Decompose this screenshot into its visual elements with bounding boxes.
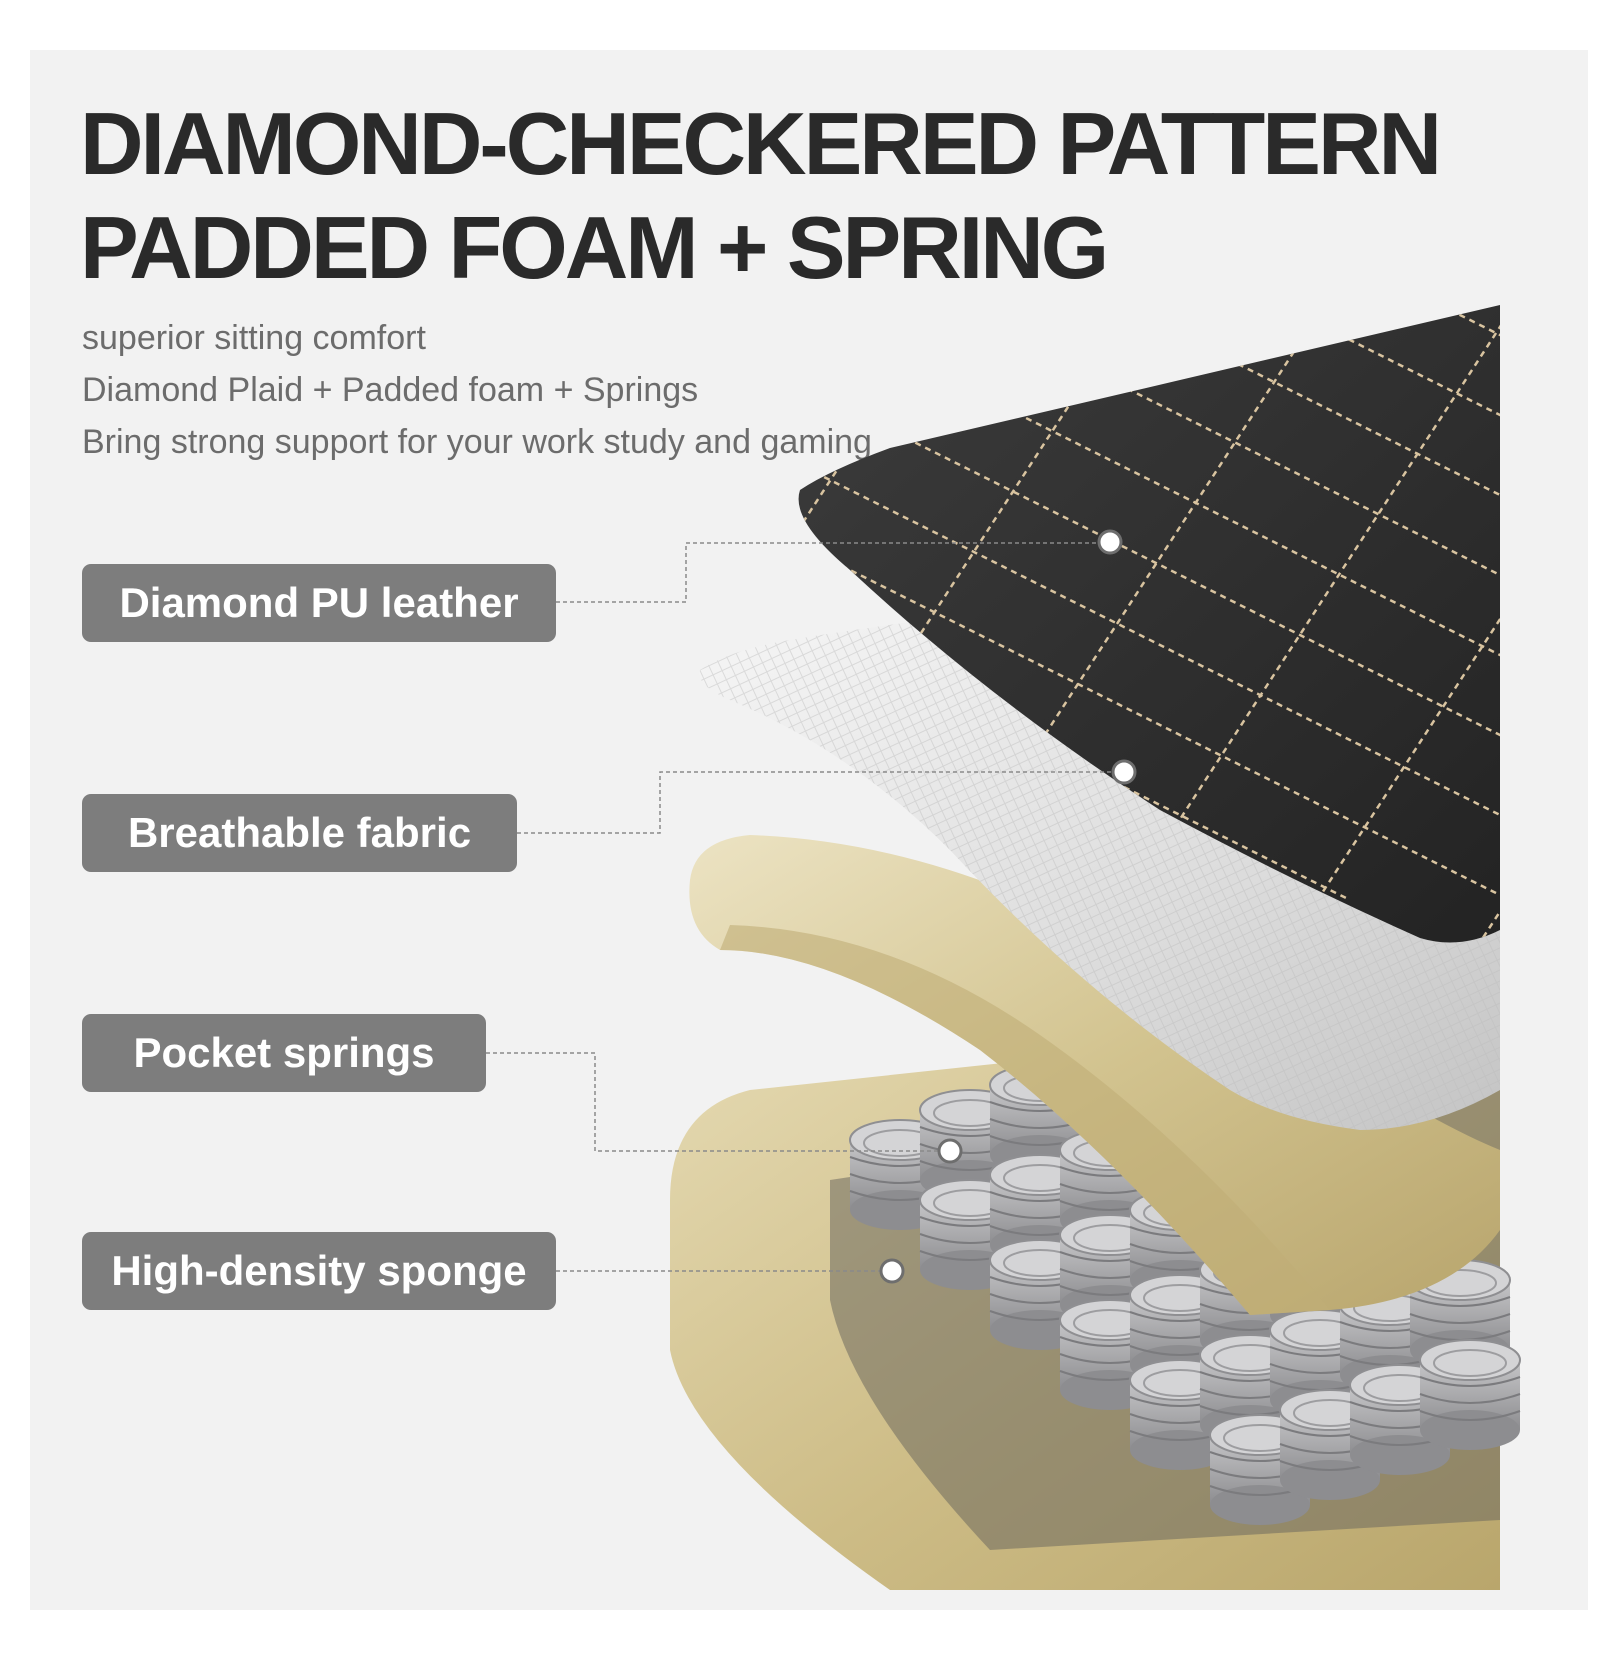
subtext-line-2: Diamond Plaid + Padded foam + Springs [82,371,699,409]
headline: DIAMOND-CHECKERED PATTERN PADDED FOAM + … [80,92,1442,300]
subtext-line-3: Bring strong support for your work study… [82,423,872,461]
callout-label-high-density-sponge: High-density sponge [82,1232,556,1310]
callout-connectors [486,542,1122,1272]
spring-coil [1419,1339,1521,1450]
pin-leather [1097,529,1123,555]
pocket-springs [849,1064,1521,1525]
callout-label-diamond-pu-leather: Diamond PU leather [82,564,556,642]
connector-springs [486,1052,948,1152]
pin-fabric [1111,759,1137,785]
connector-fabric [517,771,1122,834]
headline-line-2: PADDED FOAM + SPRING [80,198,1109,297]
cushion-layers-illustration [486,305,1521,1590]
pin-springs [937,1138,963,1164]
headline-line-1: DIAMOND-CHECKERED PATTERN [80,94,1442,193]
connector-leather [556,542,1108,603]
subtext-line-1: superior sitting comfort [82,319,426,357]
callout-pins [879,529,1137,1284]
pin-sponge [879,1258,905,1284]
product-panel: DIAMOND-CHECKERED PATTERN PADDED FOAM + … [30,50,1588,1610]
callout-label-breathable-fabric: Breathable fabric [82,794,517,872]
foam-layer [689,835,1500,1315]
subtext-block: superior sitting comfort Diamond Plaid +… [82,312,872,468]
callout-label-pocket-springs: Pocket springs [82,1014,486,1092]
